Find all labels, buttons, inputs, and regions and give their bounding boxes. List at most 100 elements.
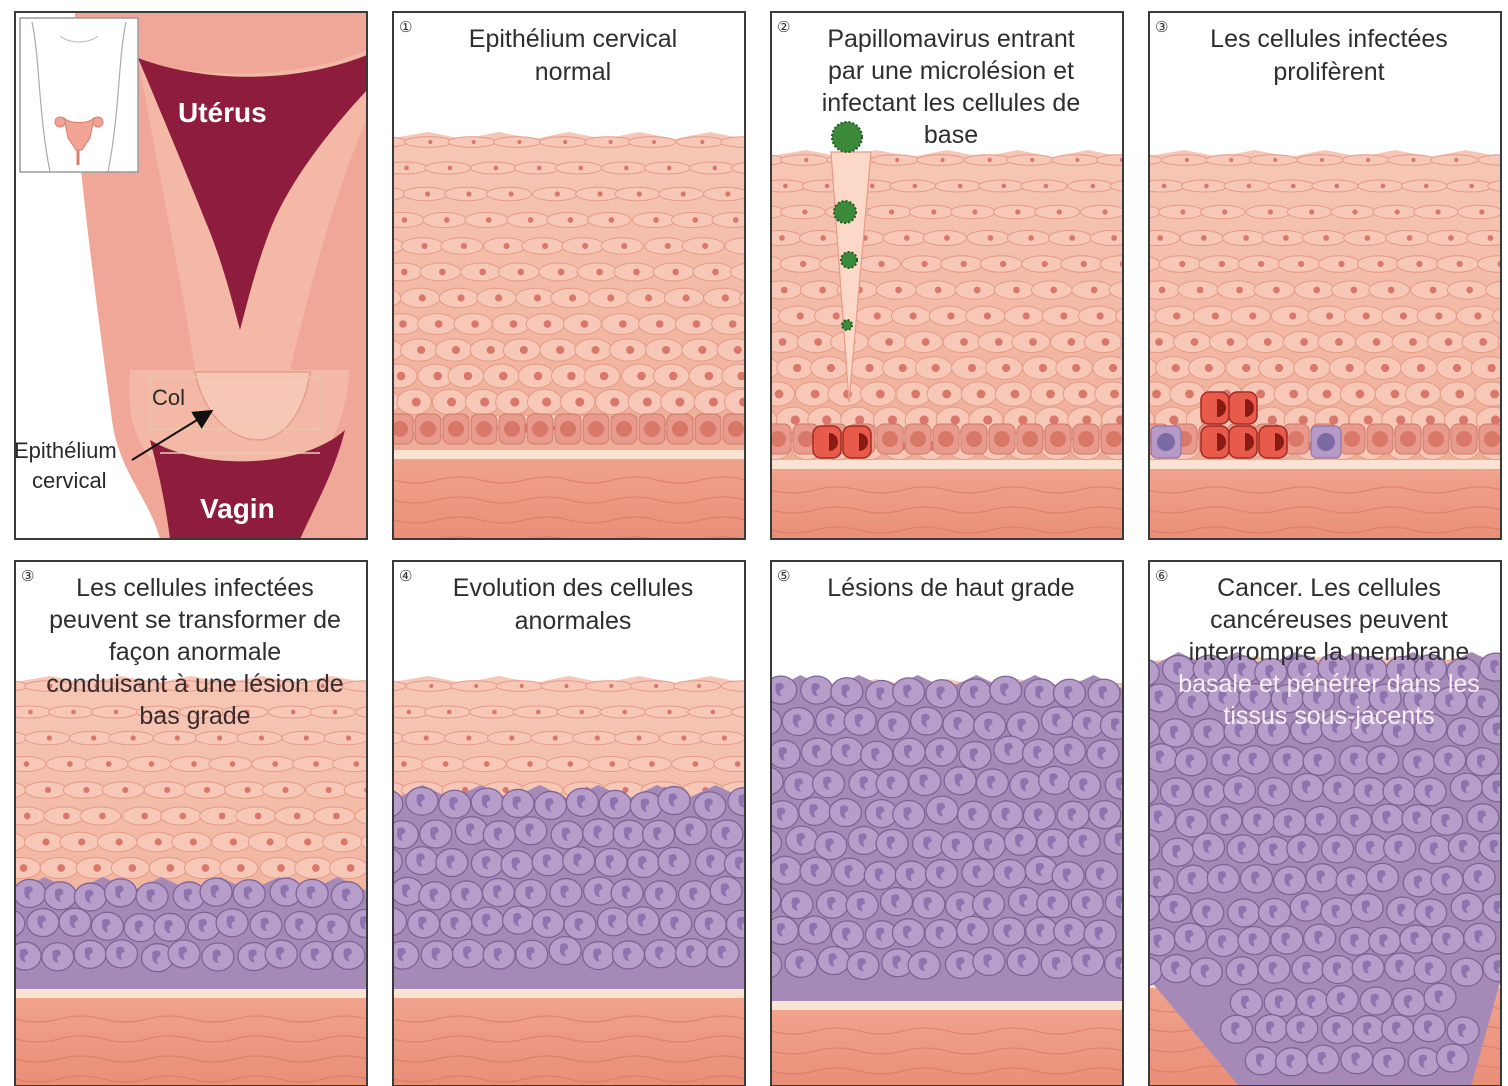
abnormal-cell — [1004, 827, 1036, 855]
cell-nucleus — [911, 390, 920, 399]
cell-nucleus — [1138, 158, 1142, 162]
abnormal-cell — [1322, 1015, 1354, 1043]
abnormal-cell — [925, 920, 957, 948]
panel-title-line: Papillomavirus entrant — [827, 25, 1074, 53]
panel-title-line: basale et pénétrer dans les — [1178, 670, 1480, 698]
cell-nucleus — [974, 287, 981, 294]
cell-nucleus — [754, 166, 759, 171]
cell-nucleus — [1298, 261, 1304, 267]
abnormal-cell — [535, 791, 567, 819]
cell-nucleus — [1416, 261, 1422, 267]
cell-nucleus — [380, 397, 389, 406]
abnormal-cell — [105, 940, 137, 968]
cell-nucleus — [1191, 338, 1199, 346]
anatomy-panel: Utérus Col Epithélium cervical Vagin — [14, 12, 367, 539]
abnormal-cell — [878, 712, 910, 740]
cell-nucleus — [1137, 261, 1143, 267]
cell-nucleus — [735, 761, 741, 767]
squamous-cell — [355, 807, 396, 825]
abnormal-cell — [450, 881, 482, 909]
basement-membrane — [771, 1001, 1123, 1010]
cell-nucleus — [509, 735, 514, 740]
abnormal-cell — [250, 911, 282, 939]
abnormal-cell — [1326, 986, 1358, 1014]
cell-nucleus — [754, 710, 759, 715]
abnormal-cell — [200, 878, 232, 906]
abnormal-cell — [27, 909, 59, 937]
cell-nucleus — [607, 294, 614, 301]
cell-nucleus — [382, 243, 388, 249]
cell-nucleus — [779, 338, 787, 346]
abnormal-cell — [595, 848, 627, 876]
abnormal-cell — [1162, 838, 1194, 866]
abnormal-cell — [1414, 778, 1446, 806]
cell-nucleus — [977, 390, 986, 399]
cell-nucleus — [775, 390, 784, 399]
abnormal-cell — [1127, 659, 1159, 687]
step-number: ④ — [399, 567, 412, 585]
cell-nucleus — [935, 287, 942, 294]
cell-nucleus — [1134, 312, 1141, 319]
abnormal-cell — [816, 707, 848, 735]
abnormal-cell — [786, 826, 818, 854]
abnormal-cell — [643, 820, 675, 848]
cell-nucleus — [487, 346, 495, 354]
cell-nucleus — [888, 415, 897, 424]
cell-nucleus — [793, 364, 801, 372]
cell-nucleus — [1159, 287, 1166, 294]
cell-nucleus — [510, 397, 519, 406]
cell-nucleus — [164, 787, 170, 793]
cell-nucleus — [495, 294, 502, 301]
cell-nucleus — [644, 421, 660, 437]
abnormal-cell — [1305, 806, 1337, 834]
basement-membrane — [393, 989, 745, 998]
abnormal-cell — [1192, 899, 1224, 927]
abnormal-cell — [724, 850, 756, 878]
cell-nucleus — [486, 217, 492, 223]
abnormal-cell — [1160, 778, 1192, 806]
epithelium-label-line1: Epithélium — [14, 438, 117, 463]
abnormal-cell — [1159, 894, 1191, 922]
panel-title-line: Evolution des cellules — [453, 574, 693, 602]
cell-nucleus — [1133, 184, 1138, 189]
cell-nucleus — [1346, 364, 1354, 372]
abnormal-cell — [1340, 927, 1372, 955]
cell-nucleus — [761, 312, 768, 319]
cell-nucleus — [560, 421, 576, 437]
cell-nucleus — [4, 787, 10, 793]
cell-nucleus — [865, 364, 873, 372]
cell-nucleus — [1409, 338, 1417, 346]
cell-nucleus — [382, 684, 386, 688]
cell-nucleus — [1366, 158, 1370, 162]
cell-nucleus — [503, 243, 509, 249]
abnormal-cell — [893, 801, 925, 829]
abnormal-cell — [1072, 947, 1104, 975]
cell-nucleus — [563, 140, 567, 144]
cell-nucleus — [230, 761, 236, 767]
cell-nucleus — [564, 684, 568, 688]
cell-nucleus — [63, 813, 70, 820]
panel-title-line: peuvent se transformer de — [49, 606, 341, 634]
cell-nucleus — [1030, 158, 1034, 162]
cell-nucleus — [610, 397, 619, 406]
cell-nucleus — [1011, 390, 1020, 399]
cell-nucleus — [874, 312, 881, 319]
cell-nucleus — [578, 166, 583, 171]
abnormal-cell — [926, 860, 958, 888]
cell-nucleus — [466, 191, 471, 196]
cell-nucleus — [1283, 235, 1289, 241]
cell-nucleus — [1229, 158, 1233, 162]
cell-nucleus — [419, 294, 426, 301]
cell-nucleus — [705, 372, 714, 381]
cell-nucleus — [1039, 364, 1047, 372]
abnormal-cell — [1400, 925, 1432, 953]
abnormal-cell — [895, 861, 927, 889]
cell-nucleus — [1102, 209, 1107, 214]
cell-nucleus — [616, 421, 632, 437]
abnormal-cell — [168, 940, 200, 968]
abnormal-cell — [1142, 869, 1174, 897]
basement-membrane — [15, 989, 367, 998]
abnormal-cell — [1242, 807, 1274, 835]
cell-nucleus — [1082, 415, 1091, 424]
cell-nucleus — [520, 346, 528, 354]
